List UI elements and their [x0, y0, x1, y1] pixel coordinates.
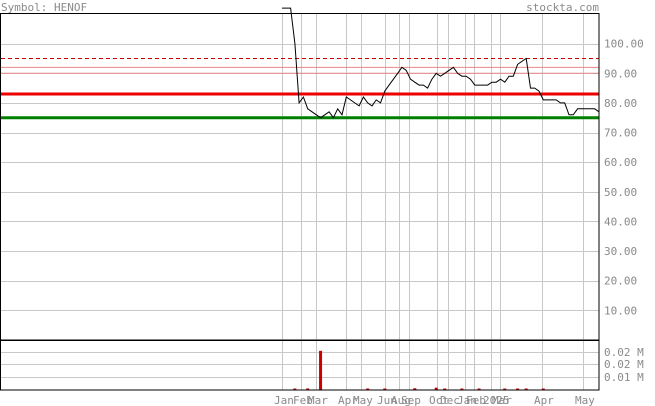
volume-bar-6 [434, 387, 438, 390]
price-tick-label-3: 40.00 [604, 215, 637, 228]
month-label-12: 2025 [483, 394, 510, 406]
volume-bar-11 [516, 388, 520, 390]
volume-bar-5 [413, 388, 417, 390]
volume-grid [1, 341, 599, 390]
volume-tick-label-0: 0.02 M [604, 346, 644, 359]
volume-bar-3 [366, 388, 370, 390]
volume-bar-7 [443, 388, 447, 390]
volume-bar-0 [293, 388, 297, 390]
month-label-7: Sep [401, 394, 421, 406]
price-series [282, 7, 600, 119]
volume-bar-4 [383, 388, 387, 390]
month-label-9: Dec [440, 394, 460, 406]
volume-bar-13 [541, 388, 545, 390]
volume-tick-label-1: 0.02 M [604, 358, 644, 371]
month-label-3: Apr [338, 394, 358, 406]
month-label-13: Mar [492, 394, 512, 406]
month-label-10: Jan [457, 394, 477, 406]
volume-bar-2 [319, 350, 323, 390]
month-label-0: Jan [274, 394, 294, 406]
volume-bar-1 [306, 388, 310, 390]
month-label-6: Aug [391, 394, 411, 406]
chart-frames [0, 13, 600, 391]
price-tick-label-5: 60.00 [604, 156, 637, 169]
volume-bar-8 [460, 388, 464, 390]
price-line [282, 7, 600, 119]
volume-bar-9 [477, 388, 481, 390]
month-label-2: Mar [308, 394, 328, 406]
volume-bars [293, 350, 545, 390]
price-tick-label-7: 80.00 [604, 97, 637, 110]
brand-label: stockta.com [526, 1, 599, 14]
month-label-5: Jun [377, 394, 397, 406]
price-tick-label-4: 50.00 [604, 186, 637, 199]
month-label-15: May [575, 394, 595, 406]
symbol-label: Symbol: HENOF [1, 1, 87, 14]
volume-panel-frame [0, 340, 600, 391]
month-label-1: Feb [293, 394, 313, 406]
month-label-8: Oct [429, 394, 449, 406]
reference-lines [1, 57, 599, 120]
price-grid [1, 14, 599, 340]
price-panel-frame [0, 13, 600, 341]
price-tick-label-8: 90.00 [604, 67, 637, 80]
month-label-11: Feb [466, 394, 486, 406]
price-tick-label-0: 10.00 [604, 304, 637, 317]
volume-bar-12 [524, 388, 528, 390]
price-tick-label-2: 30.00 [604, 245, 637, 258]
price-tick-label-1: 20.00 [604, 275, 637, 288]
price-axis-labels: 10.00 20.00 30.00 40.00 50.00 60.00 70.00 80.00… [604, 38, 644, 318]
month-label-14: Apr [534, 394, 554, 406]
price-tick-label-6: 70.00 [604, 127, 637, 140]
volume-axis-labels: 0.02 M0.02 M0.01 M [604, 346, 644, 384]
price-tick-label-9: 100.00 [604, 38, 644, 51]
volume-bar-10 [503, 388, 507, 390]
volume-tick-label-2: 0.01 M [604, 371, 644, 384]
month-label-4: May [353, 394, 373, 406]
